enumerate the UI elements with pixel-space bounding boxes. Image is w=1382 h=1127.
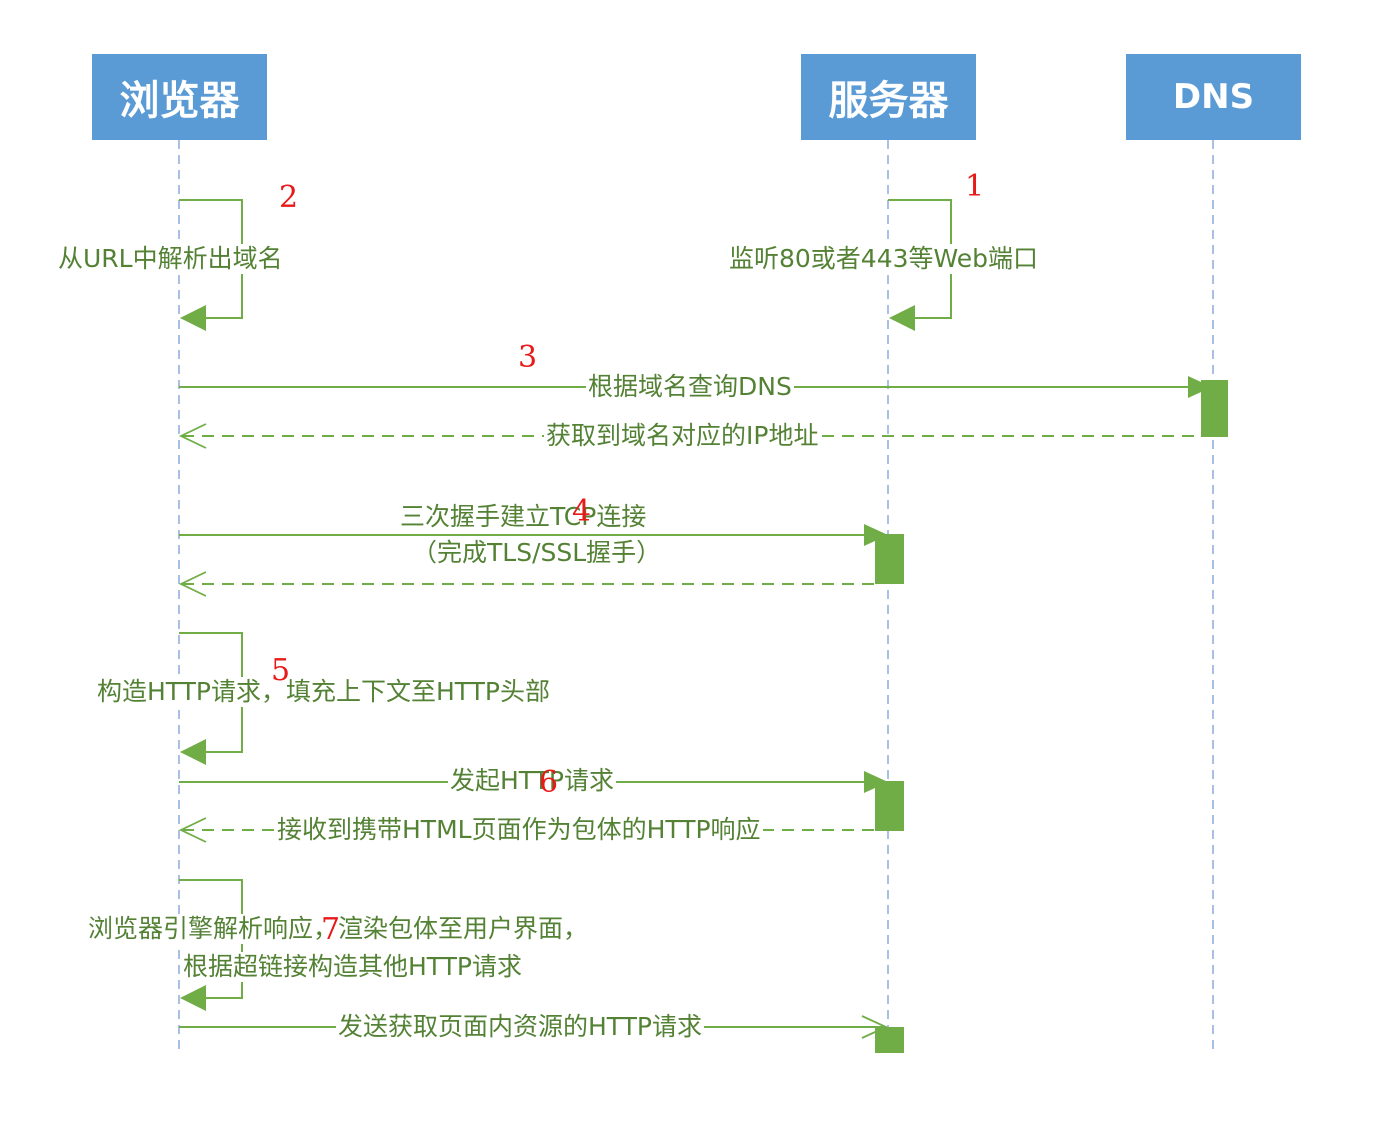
message-listen-port: 监听80或者443等Web端口	[727, 244, 1041, 274]
step-number-4: 4	[572, 494, 592, 529]
server-activation-box-3	[875, 1027, 904, 1053]
server-activation-box-1	[875, 534, 904, 584]
message-render-line2: 根据超链接构造其他HTTP请求	[181, 952, 524, 982]
self-call-render	[179, 879, 243, 1011]
actor-server-label: 服务器	[828, 78, 949, 124]
step-number-2: 2	[279, 180, 299, 215]
message-query-dns: 根据域名查询DNS	[586, 372, 794, 402]
message-dns-reply: 获取到域名对应的IP地址	[544, 421, 821, 451]
message-build-request: 构造HTTP请求，填充上下文至HTTP头部	[95, 677, 552, 707]
actor-browser-label: 浏览器	[119, 78, 240, 124]
message-render-line1: 浏览器引擎解析响应，渲染包体至用户界面，	[86, 914, 591, 944]
step-number-5: 5	[271, 653, 291, 688]
step-number-3: 3	[518, 340, 538, 375]
arrow-tcp-reply	[178, 571, 874, 597]
message-send-request: 发起HTTP请求	[448, 766, 616, 796]
actor-browser: 浏览器	[92, 54, 267, 140]
server-activation-box-2	[875, 781, 904, 831]
step-number-1: 1	[965, 169, 985, 204]
message-receive-response: 接收到携带HTML页面作为包体的HTTP响应	[275, 815, 763, 845]
message-tcp-handshake-line2: （完成TLS/SSL握手）	[410, 538, 664, 568]
actor-server: 服务器	[801, 54, 976, 140]
message-parse-domain: 从URL中解析出域名	[56, 244, 285, 274]
step-number-7: 7	[321, 912, 341, 947]
dns-activation-box	[1201, 380, 1228, 437]
actor-dns-label: DNS	[1172, 77, 1255, 117]
step-number-6: 6	[539, 765, 559, 800]
message-tcp-handshake-line1: 三次握手建立TCP连接	[398, 502, 649, 532]
message-fetch-resources: 发送获取页面内资源的HTTP请求	[336, 1012, 704, 1042]
actor-dns: DNS	[1126, 54, 1301, 140]
